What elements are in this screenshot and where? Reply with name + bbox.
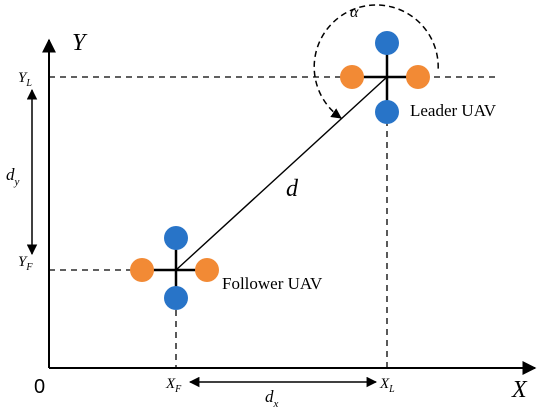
follower-rotor-top bbox=[164, 226, 188, 250]
distance-line bbox=[175, 76, 388, 271]
distance-label: d bbox=[286, 176, 299, 202]
x-follower-tick: XF bbox=[165, 376, 182, 395]
dy-label: dy bbox=[6, 165, 20, 188]
alpha-label: α bbox=[350, 4, 359, 21]
leader-uav-label: Leader UAV bbox=[410, 101, 497, 120]
leader-rotor-right bbox=[406, 65, 430, 89]
follower-rotor-left bbox=[130, 258, 154, 282]
alpha-arc bbox=[313, 4, 439, 119]
dx-label: dx bbox=[265, 387, 279, 410]
x-axis-label: X bbox=[511, 377, 528, 403]
follower-rotor-bottom bbox=[164, 286, 188, 310]
origin-label: 0 bbox=[34, 376, 45, 398]
y-leader-tick: YL bbox=[18, 70, 32, 89]
follower-uav-label: Follower UAV bbox=[222, 274, 323, 293]
x-leader-tick: XL bbox=[379, 376, 395, 395]
y-follower-tick: YF bbox=[18, 254, 33, 273]
leader-rotor-left bbox=[340, 65, 364, 89]
y-axis-label: Y bbox=[72, 30, 88, 56]
leader-rotor-bottom bbox=[375, 100, 399, 124]
leader-rotor-top bbox=[375, 31, 399, 55]
follower-rotor-right bbox=[195, 258, 219, 282]
follower-uav bbox=[130, 226, 219, 310]
leader-uav bbox=[340, 31, 430, 124]
